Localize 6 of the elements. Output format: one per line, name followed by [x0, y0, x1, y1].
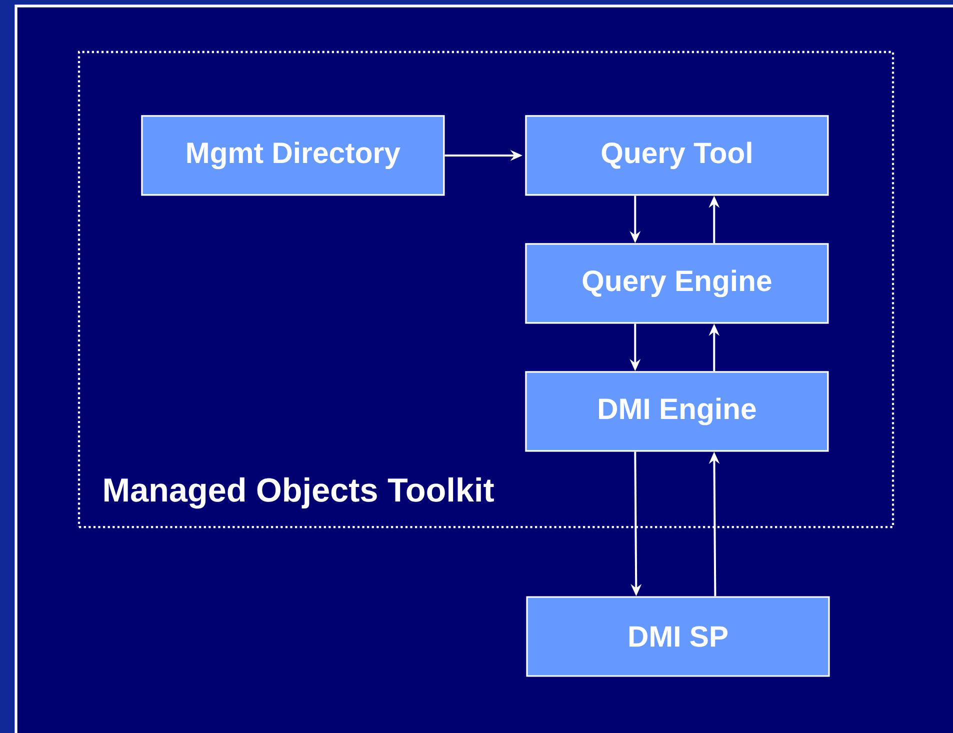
process-box: DMI SP: [526, 596, 830, 677]
process-box: Query Engine: [525, 243, 829, 324]
process-box: DMI Engine: [525, 371, 829, 452]
process-box: Query Tool: [525, 115, 829, 196]
group-label: Managed Objects Toolkit: [104, 477, 494, 509]
process-box: Mgmt Directory: [141, 115, 445, 196]
